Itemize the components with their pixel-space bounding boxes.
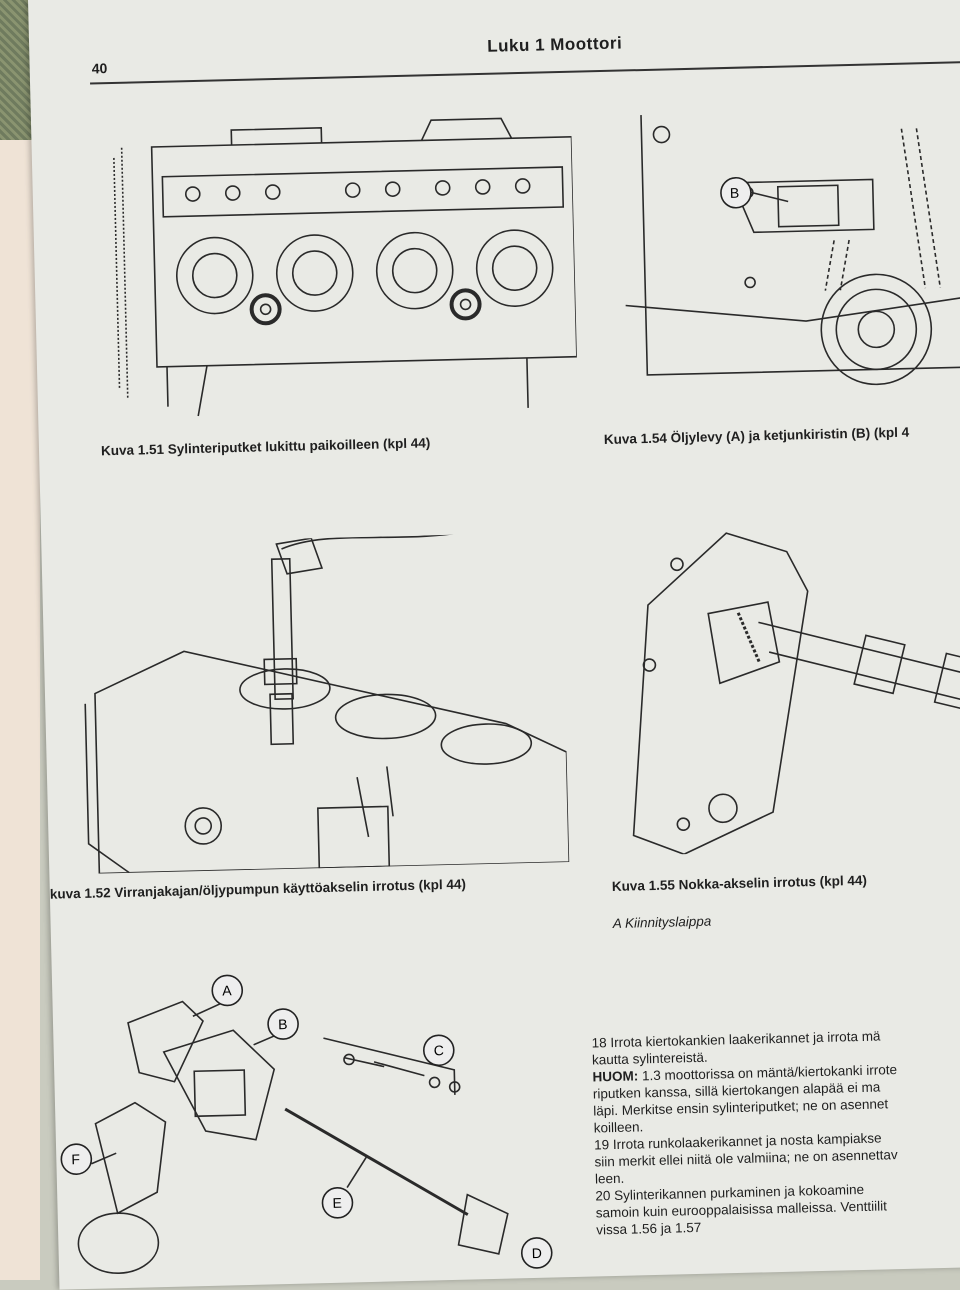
figure-1-54-caption: Kuva 1.54 Öljylevy (A) ja ketjunkiristin…: [603, 424, 910, 448]
oil-pump-exploded-illustration: A B C D E F: [52, 952, 560, 1284]
chapter-title: Luku 1 Moottori: [487, 33, 623, 56]
figure-1-51-caption: Kuva 1.51 Sylinteriputket lukittu paikoi…: [100, 435, 431, 459]
callout-e-label: E: [332, 1195, 342, 1211]
figure-1-55-subcaption: A Kiinnityslaippa: [612, 913, 712, 931]
callout-b-label: B: [278, 1016, 288, 1032]
callout-d-label: D: [532, 1245, 543, 1261]
figure-1-52-illustration: [61, 532, 570, 875]
figure-1-55-illustration: [616, 517, 960, 856]
book-page: 40 Luku 1 Moottori: [28, 0, 960, 1290]
page-number: 40: [91, 60, 108, 77]
figure-1-51-illustration: [101, 107, 578, 428]
callout-c-label: C: [434, 1042, 445, 1058]
callout-f-label: F: [71, 1151, 80, 1167]
background-table: [0, 140, 40, 1280]
figure-1-52-caption: kuva 1.52 Virranjakajan/öljypumpun käytt…: [49, 876, 467, 902]
callout-a-label: A: [222, 982, 232, 998]
figure-1-55-caption: Kuva 1.55 Nokka-akselin irrotus (kpl 44): [611, 872, 868, 894]
callout-b-label: B: [730, 185, 740, 201]
header-rule: [90, 61, 960, 85]
figure-1-54-illustration: B: [601, 87, 960, 416]
note-label: HUOM:: [592, 1068, 639, 1085]
